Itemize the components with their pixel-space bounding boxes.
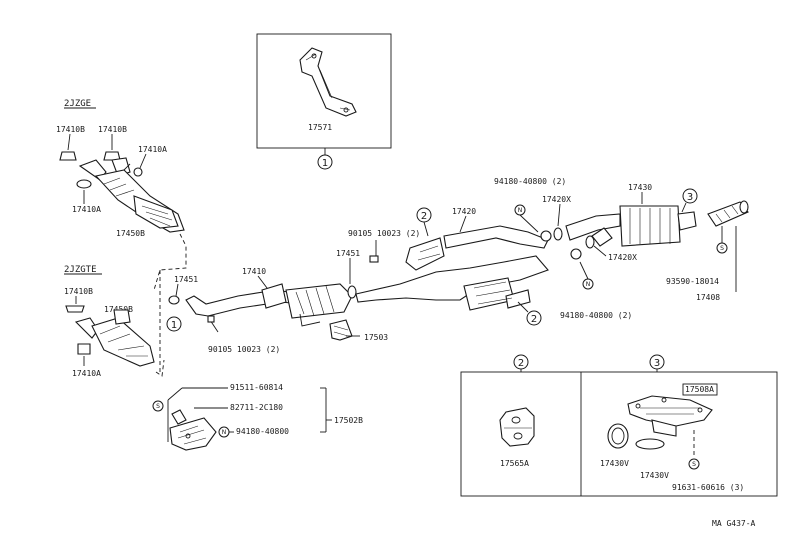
gasket-17410a-drawing-2	[76, 179, 92, 204]
bolt-symbol-91511-text: S	[156, 403, 160, 410]
callout-3-inset-text: 3	[654, 358, 660, 369]
gasket-17430v-drawing-2	[635, 438, 665, 450]
part-90105-label-a: 90105 10023 (2)	[208, 345, 280, 354]
nut-17410b-drawing-2	[103, 134, 121, 161]
part-17508a-box	[682, 383, 718, 396]
part-17410a-label-1: 17410A	[138, 145, 167, 154]
callout-3-a-text: 3	[687, 192, 693, 203]
part-94180-top-label: 94180-40800 (2)	[494, 177, 566, 186]
callout-2-a-leader	[423, 221, 429, 237]
bolt-90105-drawing-b	[369, 240, 379, 263]
front-pipe-2jzgte-drawing	[74, 309, 155, 367]
hanger-17503-drawing	[329, 319, 360, 341]
part-17430v-label-1: 17430V	[600, 459, 629, 468]
callout-2-inset-text: 2	[518, 358, 524, 369]
part-17410b-label-1: 17410B	[56, 125, 85, 134]
gasket-17451-drawing-1	[168, 283, 180, 305]
n-symbol-mid-leader	[579, 261, 589, 280]
mid-pipe-17420-drawing	[355, 225, 549, 311]
part-17420x-label-1: 17420X	[542, 195, 571, 204]
part-91511-label: 91511-60814	[230, 383, 283, 392]
muffler-17430-drawing	[565, 205, 697, 247]
part-17410a-label-2: 17410A	[72, 205, 101, 214]
part-17420x-leader-2	[593, 245, 607, 257]
callout-2-b-text: 2	[531, 314, 537, 325]
bolt-symbol-91631	[688, 458, 700, 470]
part-93590-label: 93590-18014	[666, 277, 719, 286]
center-pipe-17410-drawing	[185, 283, 353, 327]
callout-circle-1-a	[166, 316, 182, 332]
bolt-symbol-91511	[152, 400, 164, 412]
part-17451-label-2: 17451	[336, 249, 360, 258]
bolt-symbol-91631-text: S	[692, 461, 696, 468]
footer-code: MA G437-A	[712, 519, 756, 528]
callout-3-a-leader	[681, 202, 687, 213]
callout-circle-1-inset	[317, 154, 333, 170]
part-17420x-label-2: 17420X	[608, 253, 637, 262]
front-pipe-2jzge-drawing	[78, 157, 185, 233]
leader-91511-diag	[167, 387, 183, 401]
part-94180-bot-label: 94180-40800	[236, 427, 289, 436]
gasket-17420x-drawing-2	[585, 235, 595, 249]
part-91631-label: 91631-60616 (3)	[672, 483, 744, 492]
tail-pipe-17408-drawing	[707, 200, 749, 227]
callout-1-inset-text: 1	[322, 158, 328, 169]
part-17420-leader	[459, 215, 467, 233]
part-94180-mid-label: 94180-40800 (2)	[560, 311, 632, 320]
n-symbol-top-text: N	[518, 207, 523, 214]
n-symbol-mid-text: N	[586, 281, 591, 288]
part-90105-label-b: 90105 10023 (2)	[348, 229, 420, 238]
gasket-drawing-center-right	[540, 230, 582, 260]
part-82711-label: 82711-2C180	[230, 403, 283, 412]
part-17508a-label: 17508A	[685, 385, 714, 394]
nut-17410a-drawing-1	[133, 153, 147, 177]
gasket-17420x-drawing-1	[553, 227, 563, 241]
part-17502b-label: 17502B	[334, 416, 363, 425]
s-symbol	[716, 242, 728, 254]
callout-1-a-text: 1	[171, 320, 177, 331]
part-17430-label: 17430	[628, 183, 652, 192]
gasket-17451-drawing-2	[347, 285, 357, 299]
bolt-90105-drawing-a	[207, 315, 219, 333]
part-17420-label: 17420	[452, 207, 476, 216]
part-17410a-label-3: 17410A	[72, 369, 101, 378]
part-17451-label-1: 17451	[174, 275, 198, 284]
callout-circle-2-b	[526, 310, 542, 326]
gasket-17430v-drawing-1	[607, 423, 629, 449]
part-17565a-label: 17565A	[500, 459, 529, 468]
part-17410b-label-2: 17410B	[98, 125, 127, 134]
part-17420x-leader-1	[557, 203, 561, 227]
part-17450b-label: 17450B	[116, 229, 145, 238]
inset-box-2-3	[460, 371, 778, 497]
callout-2-a-text: 2	[421, 211, 427, 222]
part-17408-label: 17408	[696, 293, 720, 302]
part-17410b-label-3: 17410B	[64, 287, 93, 296]
gasket-17410b-drawing-3	[65, 296, 85, 313]
bracket-17571-drawing	[299, 47, 357, 117]
n-symbol-bottom-text: N	[222, 429, 227, 436]
group-boundary-bottom	[155, 359, 165, 377]
engine-label-2jzgte: 2JZGTE	[64, 265, 97, 275]
engine-label-2jzge: 2JZGE	[64, 99, 91, 109]
part-17410-label: 17410	[242, 267, 266, 276]
n-symbol-top-leader	[519, 214, 539, 233]
part-17571-label: 17571	[308, 123, 332, 132]
callout-circle-3-a	[682, 188, 698, 204]
bracket-17508a-drawing	[627, 395, 713, 437]
bracket-17502b-drawing	[169, 409, 217, 451]
nut-17410b-drawing-1	[59, 133, 77, 161]
group-boundary-top	[153, 233, 187, 291]
callout-2-b-leader	[517, 301, 529, 313]
hanger-17565a-drawing	[499, 407, 535, 447]
s-symbol-text: S	[720, 245, 724, 252]
inset-box-1	[256, 33, 392, 149]
nut-17410a-drawing-3	[77, 343, 91, 366]
part-17503-label: 17503	[364, 333, 388, 342]
part-17430v-label-2: 17430V	[640, 471, 669, 480]
